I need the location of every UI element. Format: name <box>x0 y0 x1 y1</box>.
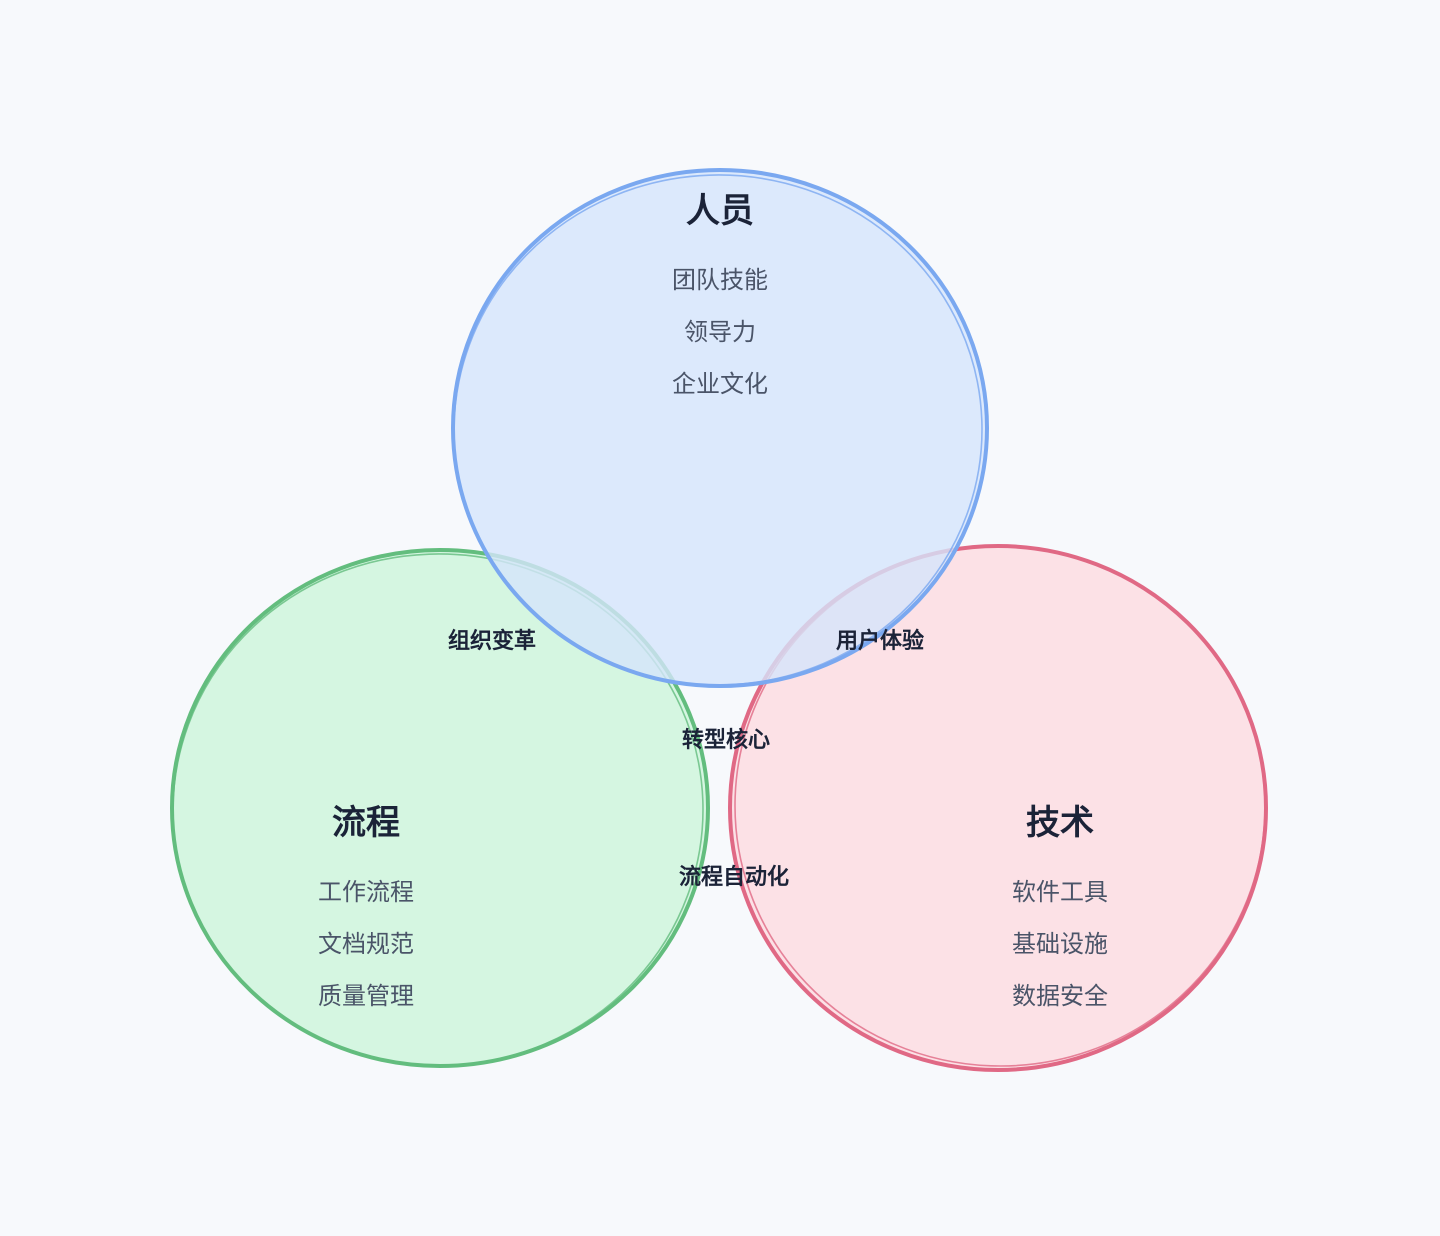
people-item: 团队技能 <box>672 266 768 294</box>
circle-people <box>451 168 989 688</box>
overlap-label-people-process: 组织变革 <box>448 628 536 654</box>
overlap-label-center: 转型核心 <box>682 727 770 753</box>
people-item: 领导力 <box>684 318 756 346</box>
circle-process <box>170 548 710 1068</box>
technology-title: 技术 <box>1026 803 1094 843</box>
circle-technology <box>728 544 1268 1072</box>
technology-item: 数据安全 <box>1012 982 1108 1010</box>
technology-item: 软件工具 <box>1012 878 1108 906</box>
people-item: 企业文化 <box>672 370 768 398</box>
process-item: 工作流程 <box>318 878 414 906</box>
overlap-label-process-technology: 流程自动化 <box>679 864 789 890</box>
process-title: 流程 <box>332 803 400 843</box>
overlap-label-people-technology: 用户体验 <box>836 628 924 654</box>
process-item: 文档规范 <box>318 930 414 958</box>
process-item: 质量管理 <box>318 982 414 1010</box>
technology-item: 基础设施 <box>1012 930 1108 958</box>
people-title: 人员 <box>686 191 754 231</box>
